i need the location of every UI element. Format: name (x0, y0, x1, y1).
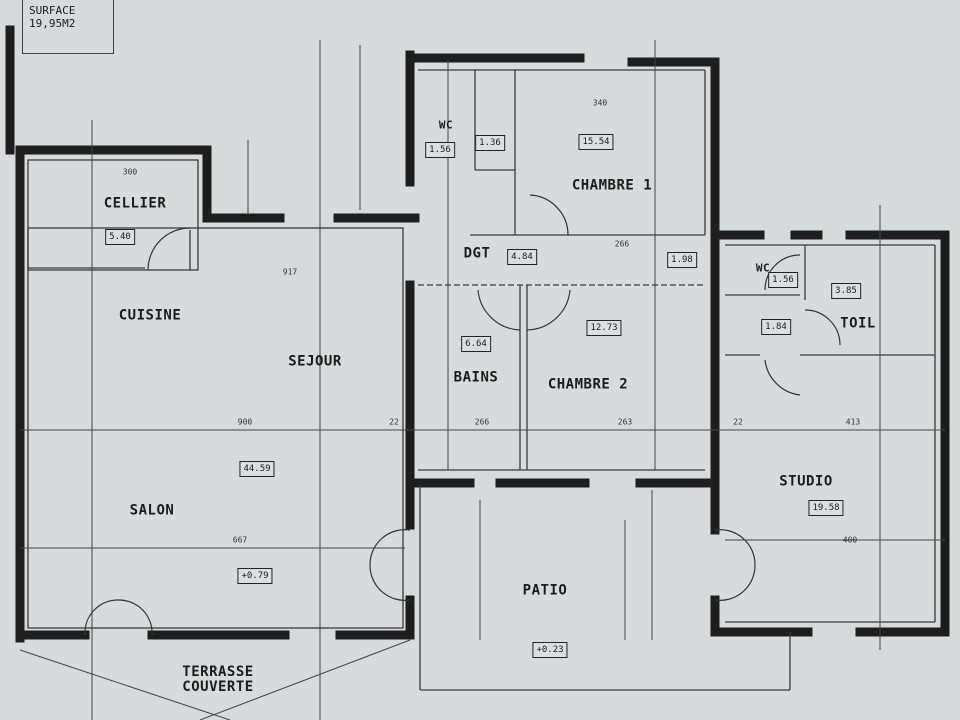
room-label-sejour: SEJOUR (288, 353, 342, 370)
room-area-patio: +0.23 (532, 642, 568, 658)
dimension-label: 266 (474, 417, 490, 427)
room-label-chambre-1: CHAMBRE 1 (571, 177, 653, 194)
room-label-patio: PATIO (522, 582, 568, 599)
room-label-bains: BAINS (453, 369, 499, 386)
room-area-bains: 6.64 (461, 336, 491, 352)
note-line-2: 19,95M2 (29, 17, 76, 30)
room-label-wc-2: WC (755, 261, 771, 275)
door-swings (84, 194, 841, 636)
room-label-terrasse: TERRASSE COUVERTE (182, 664, 254, 695)
room-area-placard-2: 1.98 (667, 252, 697, 268)
dimension-label: 340 (592, 98, 608, 108)
room-label-chambre-2: CHAMBRE 2 (547, 376, 629, 393)
room-area-chambre-2: 12.73 (586, 320, 622, 336)
note-line-1: SURFACE (29, 4, 76, 17)
room-area-sejour: 44.59 (239, 461, 275, 477)
room-area-cellier: 5.40 (105, 229, 135, 245)
dimension-label: 22 (389, 417, 399, 427)
dimension-label: 413 (845, 417, 861, 427)
dimension-label: 400 (842, 535, 858, 545)
room-area-wc-1: 1.56 (425, 142, 455, 158)
room-label-toil: TOIL (840, 315, 876, 332)
room-area-degagement: 1.84 (761, 319, 791, 335)
room-label-wc-1: WC (438, 118, 454, 132)
walls (5, 25, 950, 643)
room-area-studio: 19.58 (808, 500, 844, 516)
room-area-dgt: 4.84 (507, 249, 537, 265)
dimension-label: 667 (232, 535, 248, 545)
dimension-label: 900 (237, 417, 253, 427)
room-area-chambre-1: 15.54 (578, 134, 614, 150)
surface-note: SURFACE 19,95M2 (22, 0, 114, 54)
room-area-salon: +0.79 (237, 568, 273, 584)
room-area-toil: 3.85 (831, 283, 861, 299)
room-label-dgt: DGT (463, 245, 491, 262)
room-area-placard: 1.36 (475, 135, 505, 151)
dimension-label: 917 (282, 267, 298, 277)
room-label-cellier: CELLIER (103, 195, 167, 212)
dimension-label: 22 (733, 417, 743, 427)
room-area-wc-2: 1.56 (768, 272, 798, 288)
partitions (27, 69, 936, 691)
room-label-cuisine: CUISINE (118, 307, 182, 324)
dimension-label: 266 (614, 239, 630, 249)
room-label-studio: STUDIO (779, 473, 833, 490)
dimension-lines (19, 40, 945, 720)
dimension-label: 300 (122, 167, 138, 177)
dimension-label: 263 (617, 417, 633, 427)
room-label-salon: SALON (129, 502, 175, 519)
